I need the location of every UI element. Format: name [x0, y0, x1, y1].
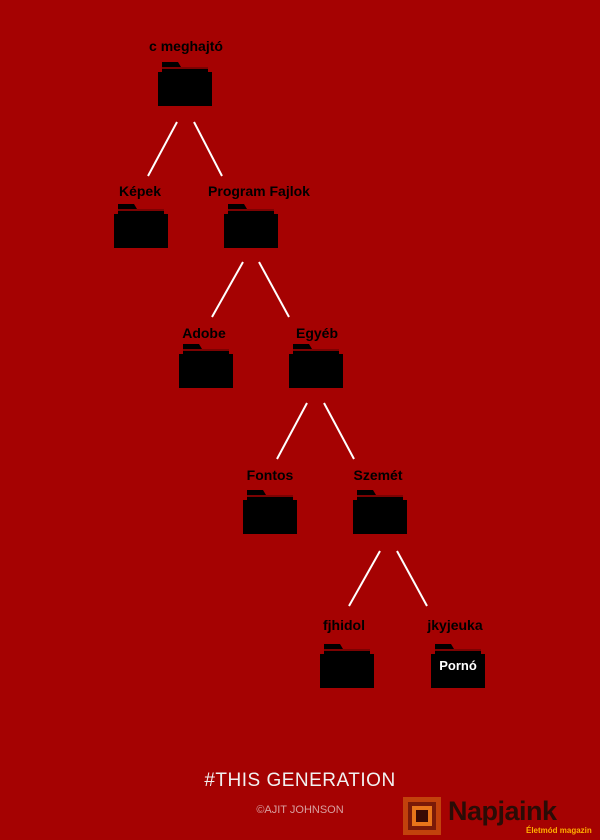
brand-subtitle: Életmód magazin	[526, 826, 592, 835]
napjaink-logo-icon	[403, 797, 441, 835]
poster-credit: ©AJIT JOHNSON	[256, 804, 344, 816]
folder-label-fjhidol: fjhidol	[323, 617, 365, 633]
folder-icon[interactable]	[287, 340, 345, 390]
folder-icon[interactable]	[177, 340, 235, 390]
folder-label-program-fajlok: Program Fajlok	[208, 183, 310, 199]
connector-szemet-fjhidol	[348, 550, 381, 607]
connector-egyeb-szemet	[323, 402, 355, 460]
poster-title: #THIS GENERATION	[204, 770, 396, 791]
folder-label-jkyjeuka: jkyjeuka	[427, 617, 483, 633]
folder-icon[interactable]: Pornó	[429, 640, 487, 690]
folder-icon[interactable]	[318, 640, 376, 690]
folder-label-egyeb: Egyéb	[295, 325, 338, 341]
folder-label-c-drive: c meghajtó	[149, 38, 223, 54]
folder-label-kepek: Képek	[118, 183, 162, 199]
connector-szemet-jkyjeuka	[396, 550, 428, 607]
brand-watermark: Napjaink Életmód magazin	[402, 796, 600, 840]
connector-program-egyeb	[258, 261, 290, 318]
folder-icon[interactable]	[351, 486, 409, 536]
connector-program-adobe	[211, 261, 244, 318]
connector-root-kepek	[147, 121, 178, 177]
folder-icon[interactable]	[112, 200, 170, 250]
hidden-folder-tag: Pornó	[439, 658, 477, 673]
brand-name: Napjaink	[448, 796, 557, 826]
folder-label-fontos: Fontos	[246, 467, 294, 483]
folder-icon[interactable]	[222, 200, 280, 250]
folder-label-szemet: Szemét	[353, 467, 403, 483]
folder-icon[interactable]	[241, 486, 299, 536]
folder-icon[interactable]	[156, 58, 214, 108]
folder-label-adobe: Adobe	[182, 325, 226, 341]
connector-egyeb-fontos	[276, 402, 308, 460]
connector-root-program	[193, 121, 223, 177]
